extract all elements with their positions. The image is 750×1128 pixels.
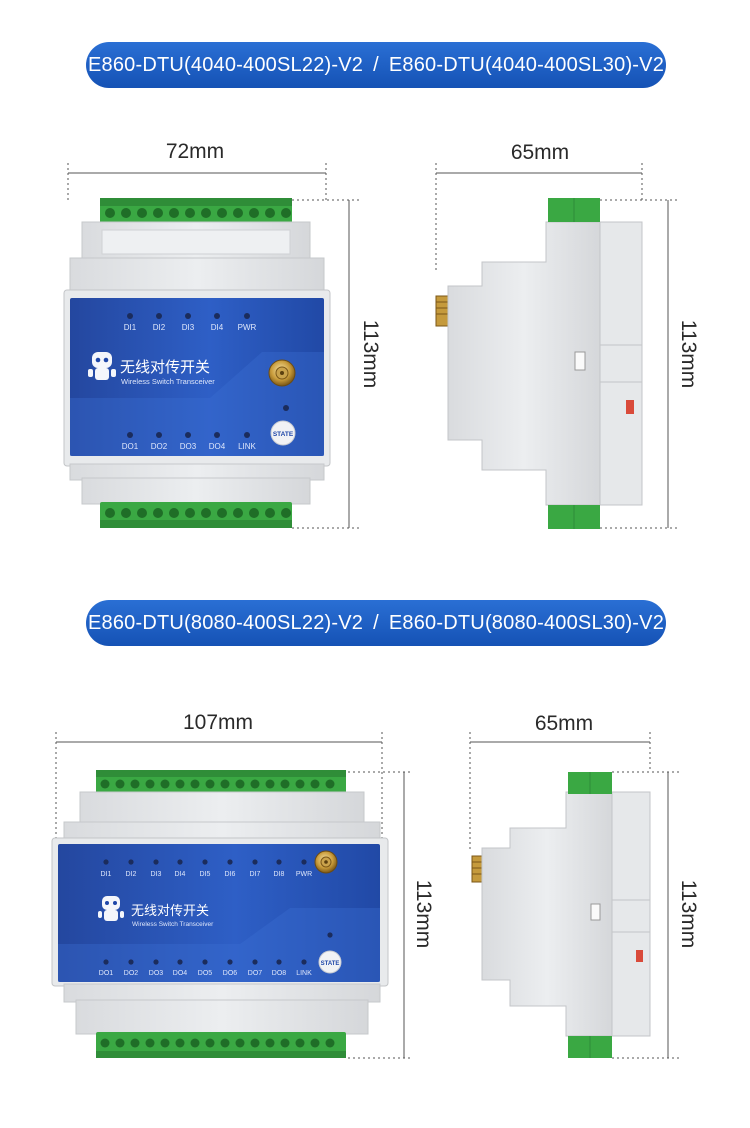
state-button-label: STATE — [273, 431, 294, 438]
model-separator: / — [373, 611, 379, 634]
input-label: DI4 — [211, 323, 224, 332]
model-name-b: E860-DTU(8080-400SL30)-V2 — [388, 611, 665, 634]
input-label: DI5 — [200, 871, 211, 878]
output-label: DO3 — [149, 970, 164, 977]
model-name-a: E860-DTU(4040-400SL22)-V2 — [87, 53, 364, 76]
device-side-4ch — [435, 163, 680, 529]
input-label: DI1 — [101, 871, 112, 878]
device-front-8ch — [51, 732, 412, 1059]
antenna-connector-icon — [314, 850, 338, 874]
output-label: DO2 — [124, 970, 139, 977]
input-label: DI4 — [175, 871, 186, 878]
output-label: DO6 — [223, 970, 238, 977]
output-label: DO2 — [151, 442, 168, 451]
output-label: DO1 — [99, 970, 114, 977]
output-label: DO4 — [209, 442, 226, 451]
model-name-a: E860-DTU(8080-400SL22)-V2 — [87, 611, 364, 634]
model-name-b: E860-DTU(4040-400SL30)-V2 — [388, 53, 665, 76]
model-separator: / — [373, 53, 379, 76]
side-width-label: 65mm — [510, 141, 570, 164]
input-label: DI3 — [182, 323, 195, 332]
output-label: DO7 — [248, 970, 263, 977]
output-label: LINK — [296, 970, 312, 977]
output-label: DO4 — [173, 970, 188, 977]
output-label: DO5 — [198, 970, 213, 977]
device-title-en: Wireless Switch Transceiver — [121, 377, 215, 386]
robot-logo-icon — [98, 896, 124, 921]
output-label: LINK — [238, 442, 256, 451]
input-label: DI2 — [153, 323, 166, 332]
device-title-en: Wireless Switch Transceiver — [132, 921, 214, 928]
input-label: DI3 — [151, 871, 162, 878]
model-banner-2: E860-DTU(8080-400SL22)-V2 / E860-DTU(808… — [86, 600, 666, 646]
output-label: DO8 — [272, 970, 287, 977]
front-width-label: 72mm — [165, 140, 225, 163]
input-label: DI8 — [274, 871, 285, 878]
device-title-cn: 无线对传开关 — [120, 359, 210, 376]
device-title-cn: 无线对传开关 — [131, 903, 209, 918]
model-banner-1: E860-DTU(4040-400SL22)-V2 / E860-DTU(404… — [86, 42, 666, 88]
output-label: DO1 — [122, 442, 139, 451]
device-side-8ch — [469, 732, 680, 1059]
side-width-label: 65mm — [534, 712, 594, 735]
front-width-label: 107mm — [182, 711, 254, 734]
input-label: DI1 — [124, 323, 137, 332]
input-label: PWR — [296, 871, 312, 878]
input-label: DI7 — [250, 871, 261, 878]
device-front-4ch — [63, 163, 360, 529]
input-label: PWR — [238, 323, 257, 332]
input-label: DI2 — [126, 871, 137, 878]
antenna-connector-icon — [268, 359, 296, 387]
input-label: DI6 — [225, 871, 236, 878]
output-label: DO3 — [180, 442, 197, 451]
state-button-label: STATE — [321, 961, 340, 967]
robot-logo-icon — [88, 352, 116, 380]
